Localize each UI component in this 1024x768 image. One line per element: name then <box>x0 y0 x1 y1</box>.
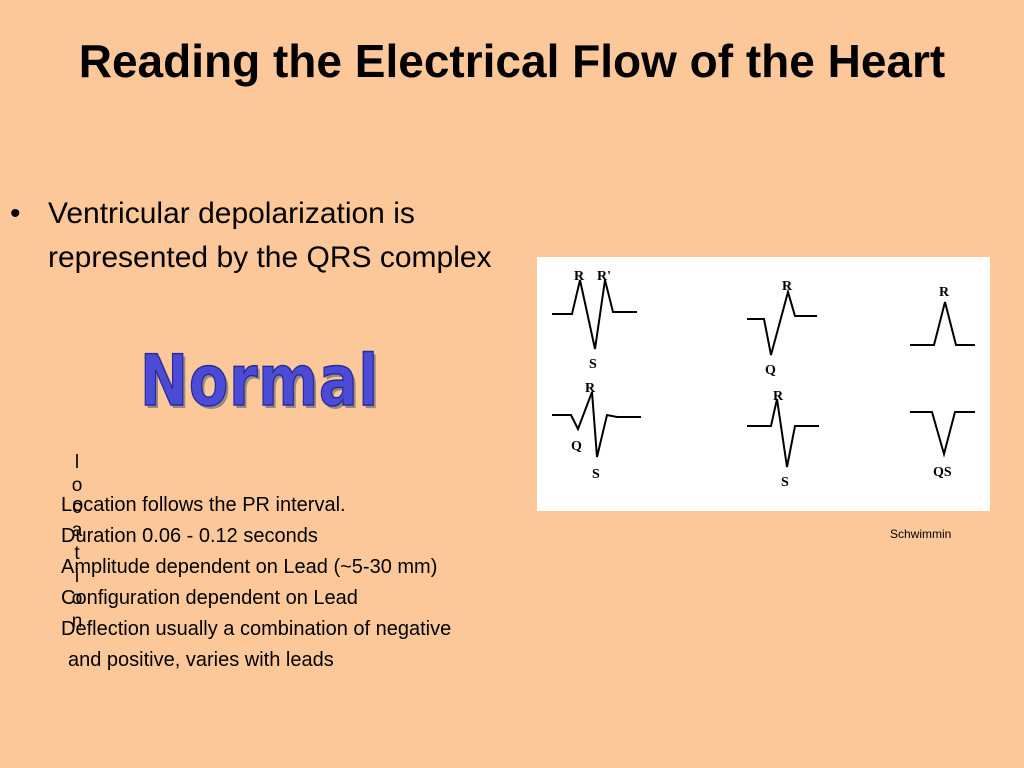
vertical-text: l o c a t i o n <box>70 452 84 634</box>
vertical-letter: t <box>74 542 80 564</box>
label-r: R <box>585 381 596 396</box>
qrs-waveform-5 <box>747 398 819 468</box>
label-qs: QS <box>933 465 952 480</box>
vertical-letter: n <box>71 610 83 632</box>
qrs-details-list: Location follows the PR interval. Durati… <box>61 490 581 676</box>
normal-wordart: Normal <box>139 339 379 423</box>
detail-line: Location follows the PR interval. <box>61 494 346 516</box>
detail-line: Configuration dependent on Lead <box>61 587 358 609</box>
qrs-waveform-6 <box>910 411 975 458</box>
detail-line: Deflection usually a combination of nega… <box>61 618 452 640</box>
bullet-dot: • <box>10 197 21 230</box>
label-r-prime: R' <box>597 269 611 284</box>
qrs-waveform-1 <box>552 279 637 350</box>
qrs-waveform-3 <box>910 301 975 346</box>
detail-line: Amplitude dependent on Lead (~5-30 mm) <box>61 556 438 578</box>
label-r: R <box>574 269 585 284</box>
vertical-letter: i <box>74 565 80 587</box>
label-r: R <box>939 285 950 300</box>
label-q: Q <box>571 439 582 454</box>
label-r: R <box>773 389 784 404</box>
vertical-letter: o <box>71 588 83 610</box>
vertical-letter: c <box>72 497 82 519</box>
bullet-text: Ventricular depolarization is represente… <box>48 197 492 274</box>
qrs-waveform-4 <box>552 391 641 458</box>
label-r: R <box>782 279 793 294</box>
vertical-letter: l <box>74 452 80 473</box>
qrs-figure-svg: R R' S R Q R R Q S R S QS <box>552 269 975 490</box>
label-s: S <box>781 475 789 490</box>
bullet-point: • Ventricular depolarization is represen… <box>10 192 570 280</box>
label-q: Q <box>765 363 776 378</box>
vertical-letter: a <box>71 520 83 542</box>
qrs-complex-figure: R R' S R Q R R Q S R S QS <box>537 257 990 511</box>
qrs-waveform-2 <box>747 288 817 356</box>
detail-line: Duration 0.06 - 0.12 seconds <box>61 525 318 547</box>
slide-title: Reading the Electrical Flow of the Heart <box>78 35 946 87</box>
detail-line: and positive, varies with leads <box>68 649 334 671</box>
label-s: S <box>589 357 597 372</box>
figure-caption: Schwimmin <box>890 527 952 541</box>
vertical-letter: o <box>71 474 83 496</box>
label-s: S <box>592 467 600 482</box>
